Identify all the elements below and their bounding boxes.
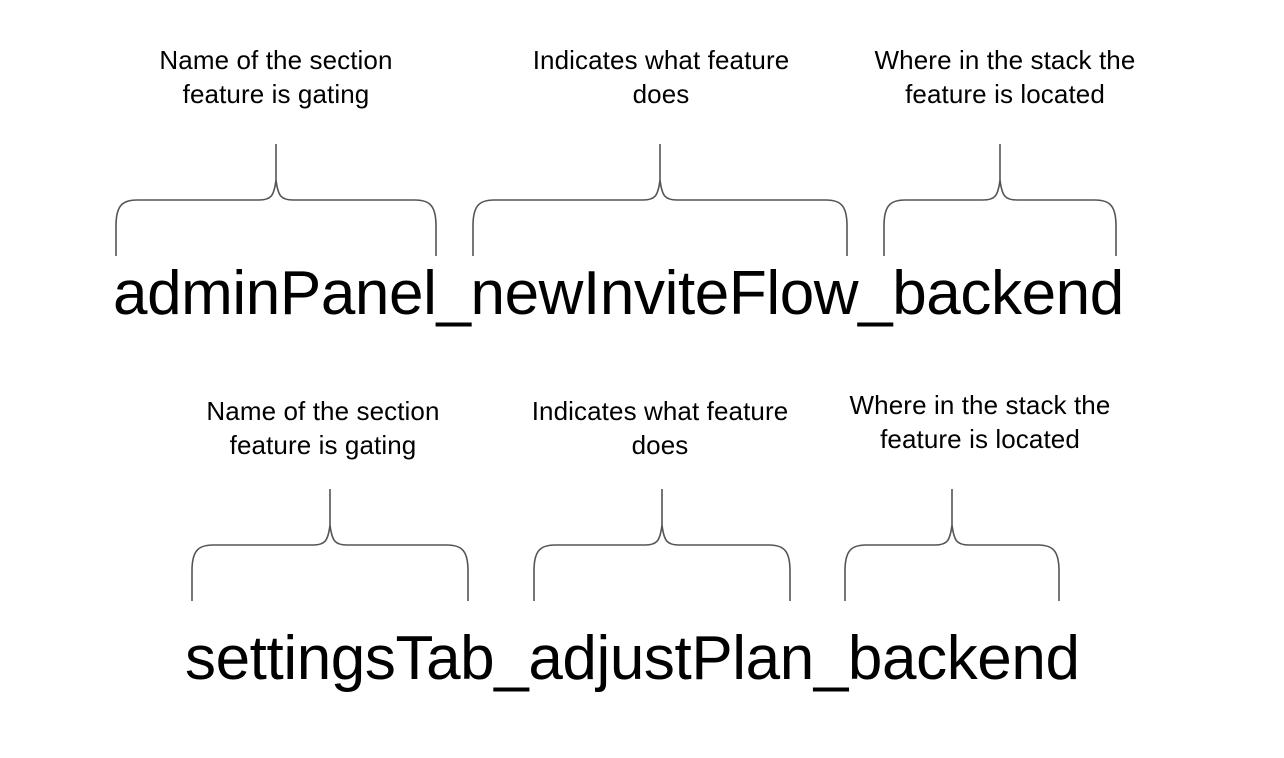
brace-row2-segment1 (189, 489, 471, 601)
brace-row1-segment3 (881, 144, 1119, 256)
brace-row2-segment3 (842, 489, 1062, 601)
brace-row1-segment2 (470, 144, 850, 256)
annotation-label-row1-segment1: Name of the section feature is gating (159, 45, 393, 109)
feature-flag-identifier-row1: adminPanel_newInviteFlow_backend (113, 259, 1124, 328)
brace-row2-segment2 (531, 489, 793, 601)
brace-row1-segment1 (113, 144, 439, 256)
annotation-label-row2-segment1: Name of the section feature is gating (206, 396, 440, 460)
annotation-label-row1-segment2: Indicates what feature does (532, 45, 790, 109)
annotation-label-row2-segment3: Where in the stack the feature is locate… (849, 390, 1111, 454)
annotation-label-row1-segment3: Where in the stack the feature is locate… (874, 45, 1136, 109)
feature-flag-identifier-row2: settingsTab_adjustPlan_backend (185, 624, 1080, 693)
annotation-label-row2-segment2: Indicates what feature does (531, 396, 789, 460)
